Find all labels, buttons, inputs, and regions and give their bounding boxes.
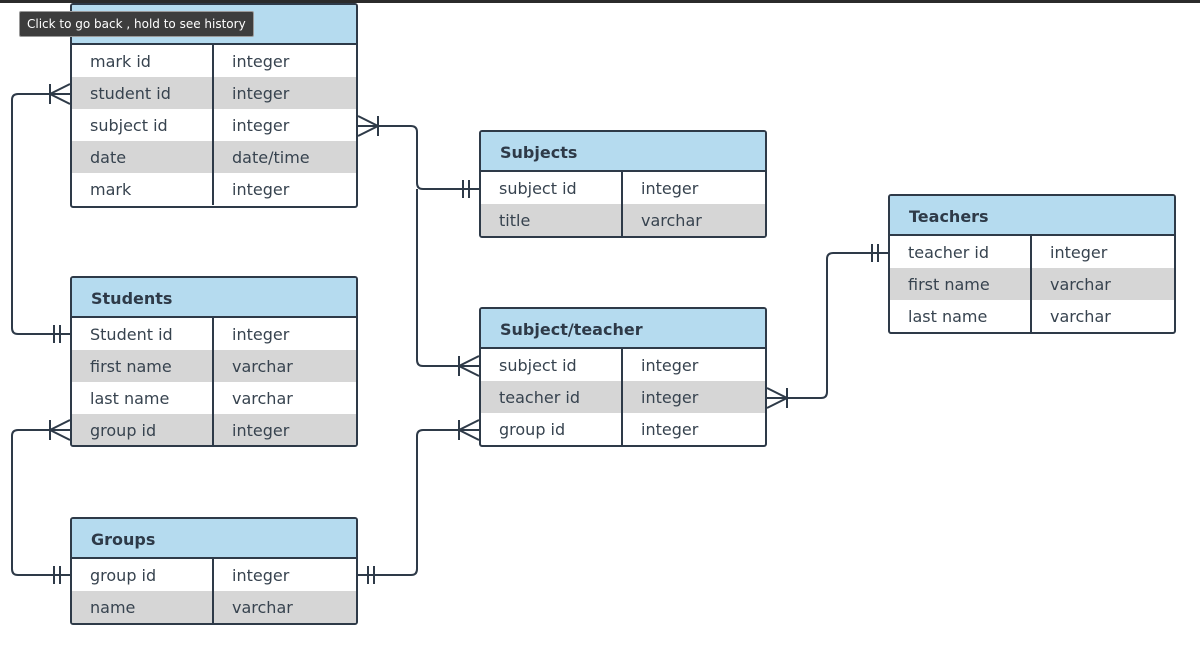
table-row[interactable]: first name varchar xyxy=(890,268,1174,300)
field-type: integer xyxy=(232,421,290,440)
field-name: date xyxy=(72,141,214,173)
table-row[interactable]: mark id integer xyxy=(72,45,356,77)
relationship-line xyxy=(767,252,888,399)
field-name: group id xyxy=(481,413,623,445)
field-name: first name xyxy=(72,350,214,382)
field-name: last name xyxy=(890,300,1032,332)
table-row[interactable]: subject id integer xyxy=(481,349,765,381)
table-row[interactable]: teacher id integer xyxy=(481,381,765,413)
field-name: first name xyxy=(890,268,1032,300)
relationship-line xyxy=(416,189,479,367)
field-name: last name xyxy=(72,382,214,414)
table-row[interactable]: group id integer xyxy=(481,413,765,445)
field-name: subject id xyxy=(481,349,623,381)
field-name: title xyxy=(481,204,623,236)
entity-title: Students xyxy=(72,278,356,318)
field-name: group id xyxy=(72,559,214,591)
field-name: Student id xyxy=(72,318,214,350)
field-type: integer xyxy=(232,52,290,71)
table-row[interactable]: last name varchar xyxy=(890,300,1174,332)
field-type: date/time xyxy=(232,148,310,167)
entity-title: Teachers xyxy=(890,196,1174,236)
field-type: varchar xyxy=(1050,275,1111,294)
field-type: varchar xyxy=(232,598,293,617)
field-name: subject id xyxy=(72,109,214,141)
field-type: integer xyxy=(232,566,290,585)
relationship-line xyxy=(11,429,70,576)
field-type: integer xyxy=(232,180,290,199)
relationship-line xyxy=(358,125,479,190)
table-row[interactable]: subject id integer xyxy=(481,172,765,204)
entity-title: Groups xyxy=(72,519,356,559)
top-edge-bar xyxy=(0,0,1200,3)
relationship-line xyxy=(11,93,70,335)
relationship-line xyxy=(358,429,479,576)
table-row[interactable]: mark integer xyxy=(72,173,356,205)
table-row[interactable]: title varchar xyxy=(481,204,765,236)
entity-title: Subjects xyxy=(481,132,765,172)
field-type: varchar xyxy=(641,211,702,230)
back-button-tooltip: Click to go back , hold to see history xyxy=(19,11,254,37)
field-type: integer xyxy=(232,116,290,135)
table-row[interactable]: Student id integer xyxy=(72,318,356,350)
field-name: name xyxy=(72,591,214,623)
field-name: group id xyxy=(72,414,214,445)
field-name: subject id xyxy=(481,172,623,204)
field-type: integer xyxy=(641,420,699,439)
field-type: integer xyxy=(641,356,699,375)
entity-title: Subject/teacher xyxy=(481,309,765,349)
table-row[interactable]: subject id integer xyxy=(72,109,356,141)
field-name: mark xyxy=(72,173,214,205)
table-row[interactable]: group id integer xyxy=(72,414,356,445)
field-type: integer xyxy=(232,84,290,103)
field-name: mark id xyxy=(72,45,214,77)
field-type: integer xyxy=(1050,243,1108,262)
table-row[interactable]: group id integer xyxy=(72,559,356,591)
table-row[interactable]: name varchar xyxy=(72,591,356,623)
table-row[interactable]: last name varchar xyxy=(72,382,356,414)
field-type: integer xyxy=(641,179,699,198)
field-type: integer xyxy=(232,325,290,344)
field-name: teacher id xyxy=(890,236,1032,268)
field-name: teacher id xyxy=(481,381,623,413)
field-type: varchar xyxy=(232,357,293,376)
table-row[interactable]: date date/time xyxy=(72,141,356,173)
table-row[interactable]: first name varchar xyxy=(72,350,356,382)
field-name: student id xyxy=(72,77,214,109)
table-row[interactable]: teacher id integer xyxy=(890,236,1174,268)
field-type: varchar xyxy=(1050,307,1111,326)
table-row[interactable]: student id integer xyxy=(72,77,356,109)
field-type: integer xyxy=(641,388,699,407)
field-type: varchar xyxy=(232,389,293,408)
